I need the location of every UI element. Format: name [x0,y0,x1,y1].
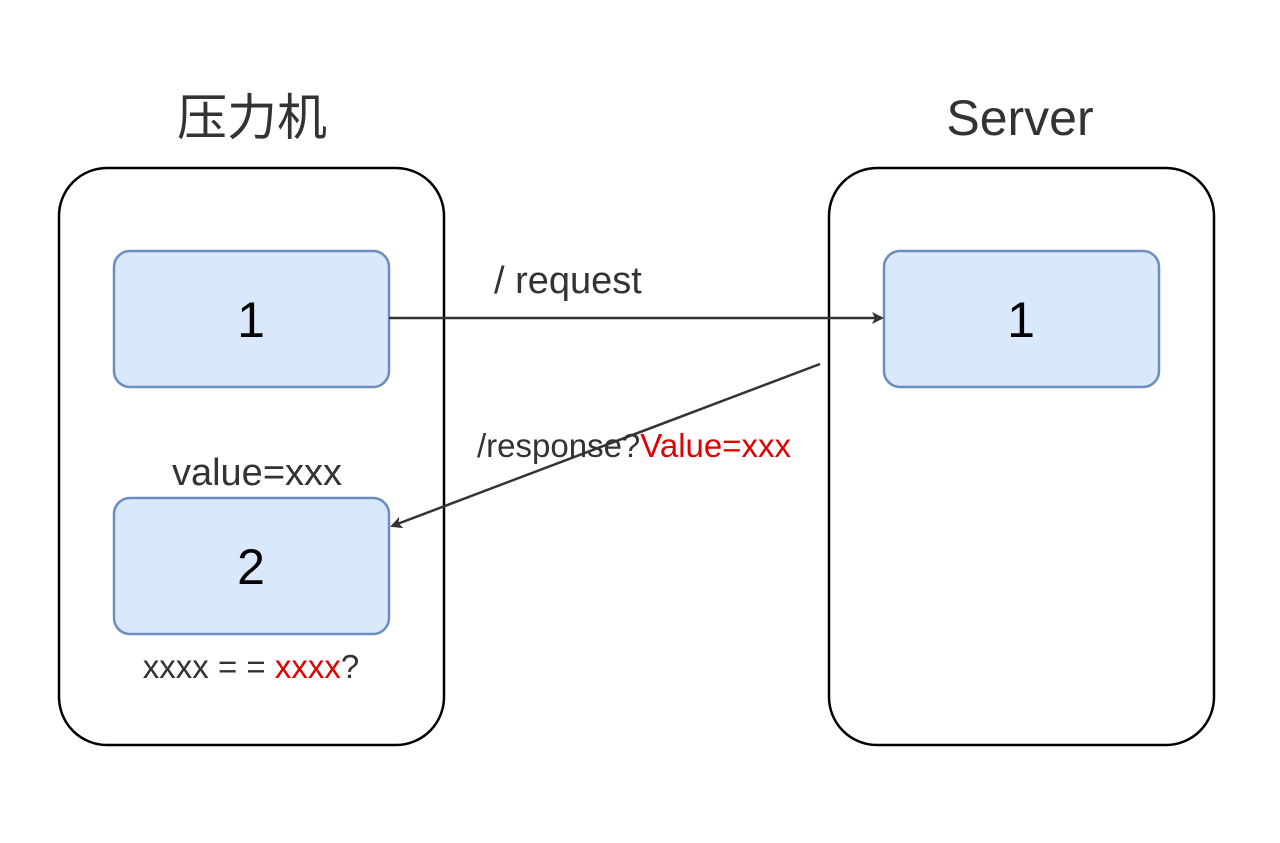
server-step-1-box [882,249,1161,389]
response-label: /response?Value=xxx [477,427,792,464]
value-label: value=xxx [172,452,342,494]
check-label: xxxx = = xxxx? [143,648,359,685]
check-prefix: xxxx = = [143,648,275,685]
check-highlight: xxxx [275,648,342,685]
check-suffix: ? [341,648,359,685]
response-highlight: Value=xxx [640,427,791,464]
client-step-2-box [112,496,391,636]
server-step-1-label: 1 [1007,292,1035,348]
client-step-1-label: 1 [237,292,265,348]
response-arrow [390,362,821,529]
client-step-2-label: 2 [237,539,265,595]
response-prefix: /response? [477,427,640,464]
client-title: 压力机 [177,90,327,146]
request-label: / request [494,260,642,302]
server-title: Server [946,90,1093,146]
